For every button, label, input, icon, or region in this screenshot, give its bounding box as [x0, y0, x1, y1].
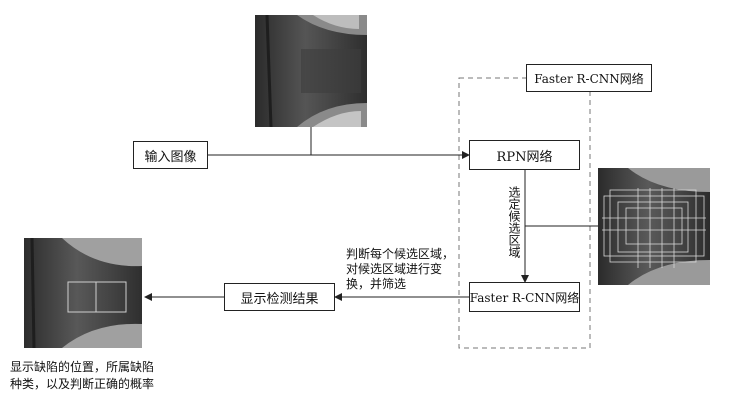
faster-rcnn-container	[458, 77, 591, 349]
select-candidates-label: 选定候选区域	[507, 186, 521, 258]
faster-rcnn-network-box: Faster R-CNN网络	[469, 282, 580, 312]
display-result-box: 显示检测结果	[224, 283, 335, 311]
output-image	[24, 237, 142, 349]
rpn-network-box: RPN网络	[469, 140, 580, 170]
input-image-box: 输入图像	[133, 141, 208, 169]
output-line-1: 显示缺陷的位置，所属缺陷	[10, 360, 155, 374]
input-image	[255, 14, 367, 128]
judge-line-2: 对候选区域进行变	[346, 262, 443, 276]
output-description-label: 显示缺陷的位置，所属缺陷 种类，以及判断正确的概率	[10, 359, 210, 393]
judge-line-1: 判断每个候选区域，	[346, 247, 455, 261]
candidate-regions-image	[598, 168, 710, 285]
faster-rcnn-title-box: Faster R-CNN网络	[526, 64, 652, 92]
output-line-2: 种类，以及判断正确的概率	[10, 377, 155, 391]
judge-candidates-label: 判断每个候选区域， 对候选区域进行变 换，并筛选	[346, 247, 461, 292]
judge-line-3: 换，并筛选	[346, 277, 407, 291]
